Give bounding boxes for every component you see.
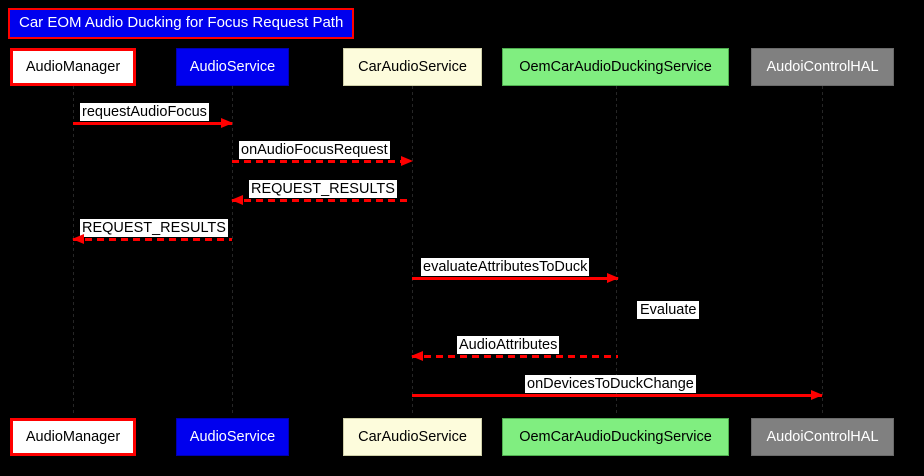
participant-top-audiomanager[interactable]: AudioManager [10,48,136,86]
arrow-head-icon [607,273,619,283]
participant-top-oemcaraudioduckingservice[interactable]: OemCarAudioDuckingService [502,48,729,86]
participant-bottom-oemcaraudioduckingservice[interactable]: OemCarAudioDuckingService [502,418,729,456]
arrow-line [73,238,232,241]
participant-bottom-audiomanager[interactable]: AudioManager [10,418,136,456]
arrow-line [232,199,412,202]
message-label-request-results-1: REQUEST_RESULTS [249,180,397,198]
participant-label: AudoiControlHAL [766,59,879,75]
arrow-head-icon [231,195,243,205]
note-evaluate: Evaluate [637,301,700,319]
arrow-head-icon [221,118,233,128]
lifeline-audioservice [232,86,233,416]
participant-bottom-caraudioservice[interactable]: CarAudioService [343,418,482,456]
participant-label: AudioService [189,429,276,445]
message-label-on-audio-focus-request: onAudioFocusRequest [239,141,390,159]
message-label-evaluate-attributes-to-duck: evaluateAttributesToDuck [421,258,590,276]
participant-label: AudoiControlHAL [766,429,879,445]
message-arrow-evaluate-attributes-to-duck [412,273,619,283]
participant-label: OemCarAudioDuckingService [519,59,712,75]
participant-label: AudioService [189,59,276,75]
arrow-line [412,277,618,280]
diagram-title: Car EOM Audio Ducking for Focus Request … [8,8,355,39]
message-label-request-audio-focus: requestAudioFocus [80,103,209,121]
participant-label: CarAudioService [358,59,467,75]
participant-top-audioservice[interactable]: AudioService [176,48,289,86]
lifeline-oemcaraudioduckingservice [616,86,617,416]
participant-label: AudioManager [25,59,121,75]
participant-bottom-audioservice[interactable]: AudioService [176,418,289,456]
arrow-line [412,394,822,397]
arrow-head-icon [411,351,423,361]
participant-label: OemCarAudioDuckingService [519,429,712,445]
arrow-head-icon [811,390,823,400]
participant-top-audoicontrolhal[interactable]: AudoiControlHAL [751,48,894,86]
arrow-head-icon [72,234,84,244]
participant-bottom-audoicontrolhal[interactable]: AudoiControlHAL [751,418,894,456]
lifeline-audoicontrolhal [822,86,823,416]
message-arrow-request-results-2 [72,234,232,244]
message-arrow-on-audio-focus-request [232,156,413,166]
message-label-audio-attributes: AudioAttributes [457,336,560,354]
arrow-head-icon [401,156,413,166]
message-label-request-results-2: REQUEST_RESULTS [80,219,228,237]
participant-label: CarAudioService [358,429,467,445]
message-label-on-devices-to-duck-change: onDevicesToDuckChange [525,375,696,393]
participant-label: AudioManager [25,429,121,445]
message-arrow-on-devices-to-duck-change [412,390,823,400]
participant-top-caraudioservice[interactable]: CarAudioService [343,48,482,86]
arrow-line [232,160,412,163]
message-arrow-audio-attributes [411,351,618,361]
lifeline-caraudioservice [412,86,413,416]
message-arrow-request-audio-focus [73,118,233,128]
message-arrow-request-results-1 [231,195,412,205]
arrow-line [73,122,232,125]
lifeline-audiomanager [73,86,74,416]
arrow-line [412,355,618,358]
